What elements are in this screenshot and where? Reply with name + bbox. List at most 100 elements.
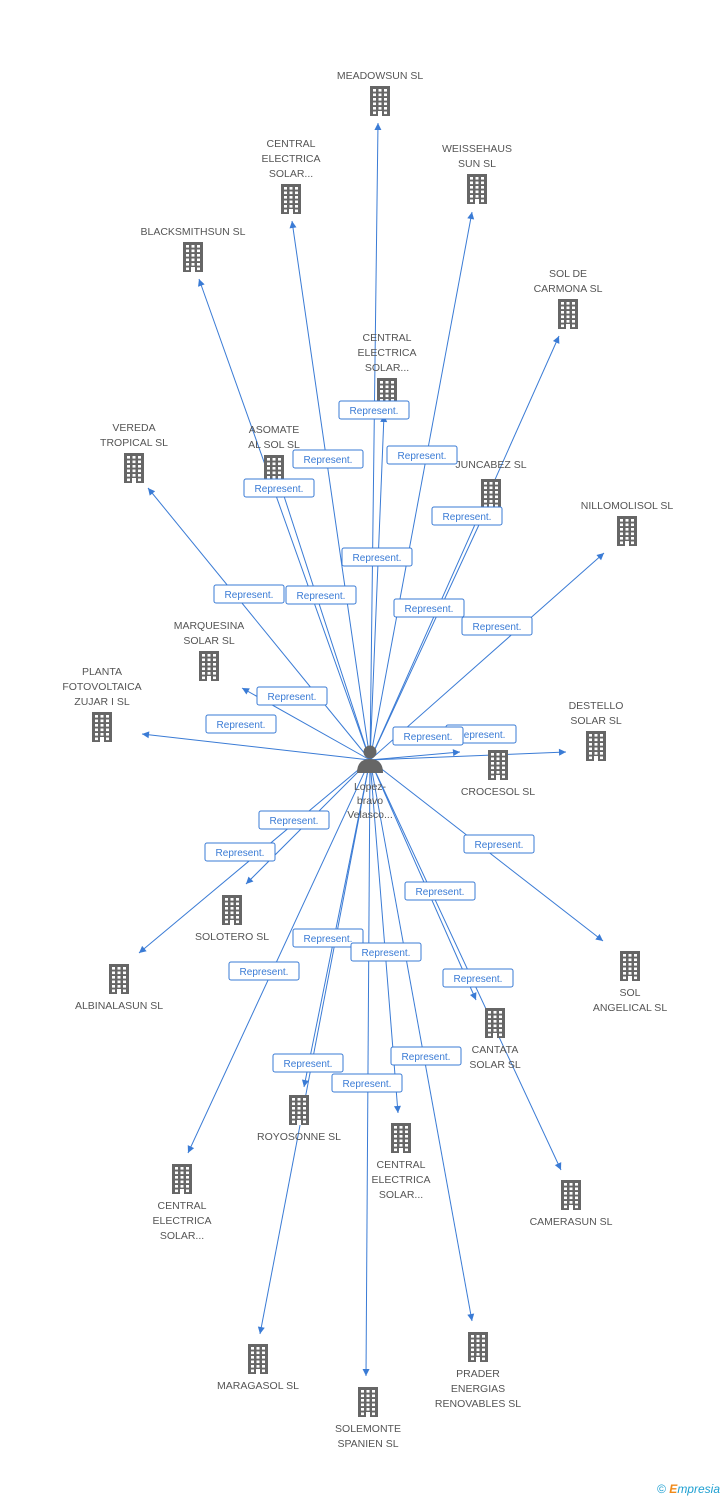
- building-window: [394, 1139, 397, 1143]
- company-node-camerasun[interactable]: CAMERASUN SL: [530, 1180, 613, 1228]
- building-window: [366, 1394, 370, 1398]
- building-icon[interactable]: [468, 1332, 488, 1362]
- edge-label-marquesina[interactable]: Represent.: [256, 686, 328, 706]
- company-node-maragasol[interactable]: MARAGASOL SL: [217, 1344, 299, 1392]
- edge-label-text: Represent.: [398, 451, 447, 462]
- edge-label-meadowsun[interactable]: Represent.: [338, 400, 410, 420]
- edge-label-prader[interactable]: Represent.: [390, 1046, 462, 1066]
- company-node-blacksmithsun[interactable]: BLACKSMITHSUN SL: [140, 226, 246, 272]
- building-icon[interactable]: [481, 479, 501, 509]
- edge-label-solotero[interactable]: Represent.: [258, 810, 330, 830]
- building-icon[interactable]: [467, 174, 487, 204]
- building-window: [482, 1353, 485, 1356]
- company-node-royosonne[interactable]: ROYOSONNE SL: [257, 1095, 341, 1143]
- building-icon[interactable]: [222, 895, 242, 925]
- building-window: [628, 963, 632, 966]
- building-window: [297, 1107, 301, 1110]
- edge-label-nillomolisol[interactable]: Represent.: [461, 616, 533, 636]
- edge-label-central2[interactable]: Represent.: [341, 547, 413, 567]
- edge-label-albinalasun[interactable]: Represent.: [204, 842, 276, 862]
- building-window: [251, 1360, 254, 1364]
- building-icon[interactable]: [358, 1387, 378, 1417]
- building-window: [256, 1365, 260, 1368]
- building-window: [628, 967, 632, 971]
- edge-label-solcarmona[interactable]: Represent.: [431, 506, 503, 526]
- edge-label-maragasol[interactable]: Represent.: [272, 1053, 344, 1073]
- building-window: [191, 254, 195, 257]
- building-icon[interactable]: [264, 455, 284, 485]
- center-person-node[interactable]: Lopez-bravoVelasco...: [347, 745, 393, 822]
- company-node-central1[interactable]: CENTRALELECTRICASOLAR...: [262, 138, 321, 214]
- edge-label-vereda[interactable]: Represent.: [213, 584, 285, 604]
- edge-label-solangelical[interactable]: Represent.: [463, 834, 535, 854]
- building-icon[interactable]: [488, 750, 508, 780]
- edge-label-camerasun[interactable]: Represent.: [442, 968, 514, 988]
- company-node-central4[interactable]: CENTRALELECTRICASOLAR...: [153, 1164, 212, 1242]
- building-icon[interactable]: [485, 1008, 505, 1038]
- building-window: [564, 1183, 567, 1186]
- building-icon[interactable]: [289, 1095, 309, 1125]
- edge-label-central3[interactable]: Represent.: [350, 942, 422, 962]
- edge-label-cantata[interactable]: Represent.: [404, 881, 476, 901]
- building-icon[interactable]: [561, 1180, 581, 1210]
- building-icon[interactable]: [183, 242, 203, 272]
- edge-label-weissehaus[interactable]: Represent.: [386, 445, 458, 465]
- edge-label-text: Represent.: [343, 1079, 392, 1090]
- edge-label-planta[interactable]: Represent.: [205, 714, 277, 734]
- edge-label-juncabez[interactable]: Represent.: [393, 598, 465, 618]
- copyright-symbol: ©: [657, 1482, 666, 1496]
- building-window: [267, 471, 270, 475]
- edge-nillomolisol: [369, 552, 605, 761]
- building-icon[interactable]: [124, 453, 144, 483]
- brand-name: mpresia: [677, 1482, 720, 1496]
- building-icon[interactable]: [199, 651, 219, 681]
- company-node-solotero[interactable]: SOLOTERO SL: [195, 895, 269, 943]
- building-icon[interactable]: [370, 86, 390, 116]
- edge-label-central4[interactable]: Represent.: [228, 961, 300, 981]
- edge-label-asomate[interactable]: Represent.: [292, 449, 364, 469]
- company-node-juncabez[interactable]: JUNCABEZ SL: [455, 459, 527, 509]
- building-icon[interactable]: [558, 299, 578, 329]
- edge-label-blacksmithsun[interactable]: Represent.: [243, 478, 315, 498]
- company-node-albinalasun[interactable]: ALBINALASUN SL: [75, 964, 163, 1012]
- building-window: [186, 263, 189, 266]
- company-node-central2[interactable]: CENTRALELECTRICASOLAR...: [358, 332, 417, 408]
- building-window: [561, 306, 564, 310]
- building-icon[interactable]: [109, 964, 129, 994]
- building-icon[interactable]: [586, 731, 606, 761]
- building-window: [493, 1024, 497, 1028]
- edge-label-solemonte[interactable]: Represent.: [331, 1073, 403, 1093]
- company-node-meadowsun[interactable]: MEADOWSUN SL: [337, 70, 424, 116]
- building-icon[interactable]: [92, 712, 112, 742]
- edge-label-royosonne[interactable]: Represent.: [292, 928, 364, 948]
- building-icon[interactable]: [248, 1344, 268, 1374]
- building-window: [202, 663, 205, 666]
- arrow-icon: [289, 221, 297, 229]
- building-icon[interactable]: [281, 184, 301, 214]
- building-icon[interactable]: [617, 516, 637, 546]
- building-icon[interactable]: [172, 1164, 192, 1194]
- building-window: [405, 1126, 408, 1129]
- company-node-central3[interactable]: CENTRALELECTRICASOLAR...: [372, 1123, 431, 1201]
- edge-label-text: Represent.: [362, 948, 411, 959]
- building-window: [384, 98, 387, 101]
- building-window: [175, 1176, 178, 1179]
- edge-label-central1[interactable]: Represent.: [285, 585, 357, 605]
- building-icon[interactable]: [391, 1123, 411, 1153]
- company-node-nillomolisol[interactable]: NILLOMOLISOL SL: [581, 500, 674, 546]
- company-node-crocesol[interactable]: CROCESOL SL: [461, 750, 535, 798]
- building-icon[interactable]: [620, 951, 640, 981]
- building-window: [470, 195, 473, 198]
- edge-label-crocesol[interactable]: Represent.: [392, 726, 464, 746]
